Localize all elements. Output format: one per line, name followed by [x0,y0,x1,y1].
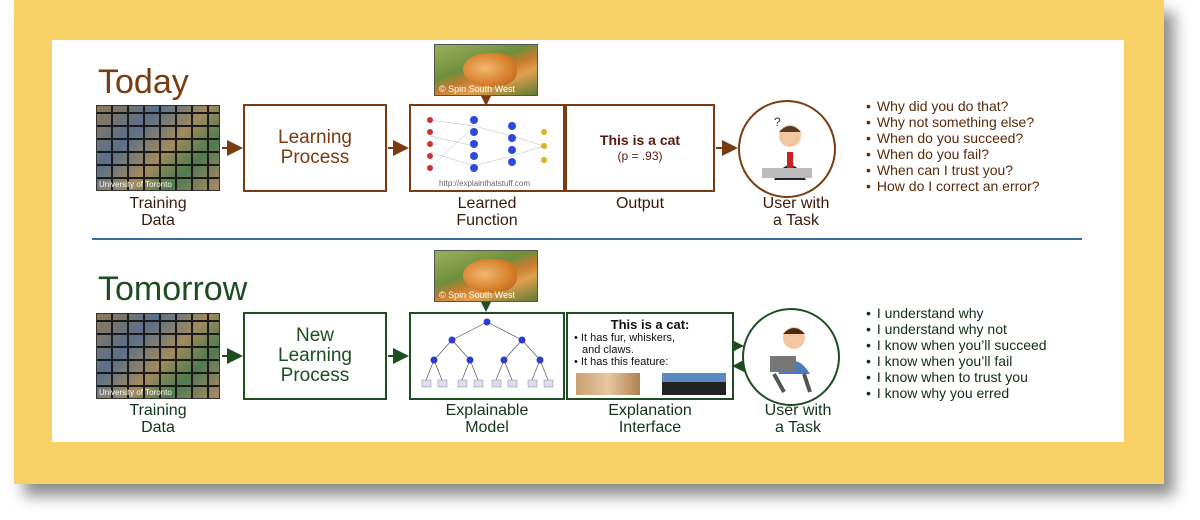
caption-line: User with [762,195,830,212]
explanation-line: • It has fur, whiskers, [574,332,676,344]
caption-line: Training [129,402,187,419]
user-caption-tomorrow: User with a Task [742,402,854,436]
cat-watermark: © Spin South West [439,290,516,300]
caption-line: a Task [775,419,821,436]
caption-line: Data [141,419,175,436]
cat-photo: © Spin South West [434,250,538,302]
list-item: I know why you erred [866,385,1047,401]
confused-user-icon: ? [738,100,836,198]
learning-process-box: Learning Process [243,104,387,192]
output-caption: Output [615,195,665,212]
satisfied-user-icon [742,308,840,406]
process-line: Process [280,364,350,386]
caption-line: Explanation [608,402,692,419]
explanation-text: It has fur, whiskers, [580,332,676,344]
list-item: I understand why [866,305,1047,321]
explanation-text: It has this feature: [580,356,669,368]
explanation-line: and claws. [582,344,634,356]
thumb-label: University of Toronto [99,388,172,397]
training-data-thumbnail: University of Toronto [96,313,220,399]
decision-tree-icon [421,318,554,388]
caption-line: Interface [618,419,682,436]
training-data-caption: Training Data [96,402,220,436]
caption-line: Data [141,212,175,229]
cat-photo: © Spin South West [434,44,538,96]
explanation-interface-box: This is a cat: • It has fur, whiskers, a… [566,312,734,400]
list-item: When can I trust you? [866,162,1040,178]
process-line: Learning [278,127,352,149]
satisfied-user-figure [770,327,812,393]
process-line: New [295,325,334,347]
cat-ear-feature-image [662,373,726,395]
list-item: I know when to trust you [866,369,1047,385]
list-item: How do I correct an error? [866,178,1040,194]
today-questions-list: Why did you do that? Why not something e… [866,98,1040,194]
training-data-caption: Training Data [96,195,220,229]
neural-network-icon [427,116,547,172]
today-heading: Today [98,63,189,101]
caption-line: Model [465,419,509,436]
learned-function-caption: Learned Function [421,195,553,229]
caption-line: User with [764,402,832,419]
tomorrow-heading: Tomorrow [98,270,248,308]
list-item: Why not something else? [866,114,1040,130]
cat-ear-feature-image [576,373,640,395]
training-data-thumbnail: University of Toronto [96,105,220,191]
caption-line: Learned [457,195,517,212]
nn-url: http://explainthatstuff.com [439,178,531,188]
list-item: When do you succeed? [866,130,1040,146]
explanation-interface-caption: Explanation Interface [566,402,734,436]
cat-watermark: © Spin South West [439,84,516,94]
learned-function-box: http://explainthatstuff.com [409,104,565,192]
new-learning-process-box: New Learning Process [243,312,387,400]
list-item: I understand why not [866,321,1047,337]
explanation-line: • It has this feature: [574,356,669,368]
caption-line: a Task [773,212,819,229]
caption-line: Explainable [445,402,529,419]
section-divider [92,238,1082,240]
explanation-title: This is a cat: [610,317,690,332]
output-title: This is a cat [599,132,681,149]
confused-user-figure: ? [762,115,812,180]
explainable-model-box [409,312,565,400]
list-item: I know when you’ll fail [866,353,1047,369]
list-item: I know when you’ll succeed [866,337,1047,353]
explainable-model-caption: Explainable Model [421,402,553,436]
output-probability: (p = .93) [617,149,663,164]
cat-figure [463,259,517,293]
user-caption-today: User with a Task [740,195,852,229]
list-item: Why did you do that? [866,98,1040,114]
output-box: This is a cat (p = .93) [565,104,715,192]
caption-line: Training [129,195,187,212]
cat-figure [463,53,517,87]
thumb-label: University of Toronto [99,180,172,189]
tomorrow-statements-list: I understand why I understand why not I … [866,305,1047,401]
process-line: Learning [278,345,352,367]
list-item: When do you fail? [866,146,1040,162]
svg-text:?: ? [774,115,781,129]
caption-line: Function [456,212,518,229]
process-line: Process [280,147,350,168]
